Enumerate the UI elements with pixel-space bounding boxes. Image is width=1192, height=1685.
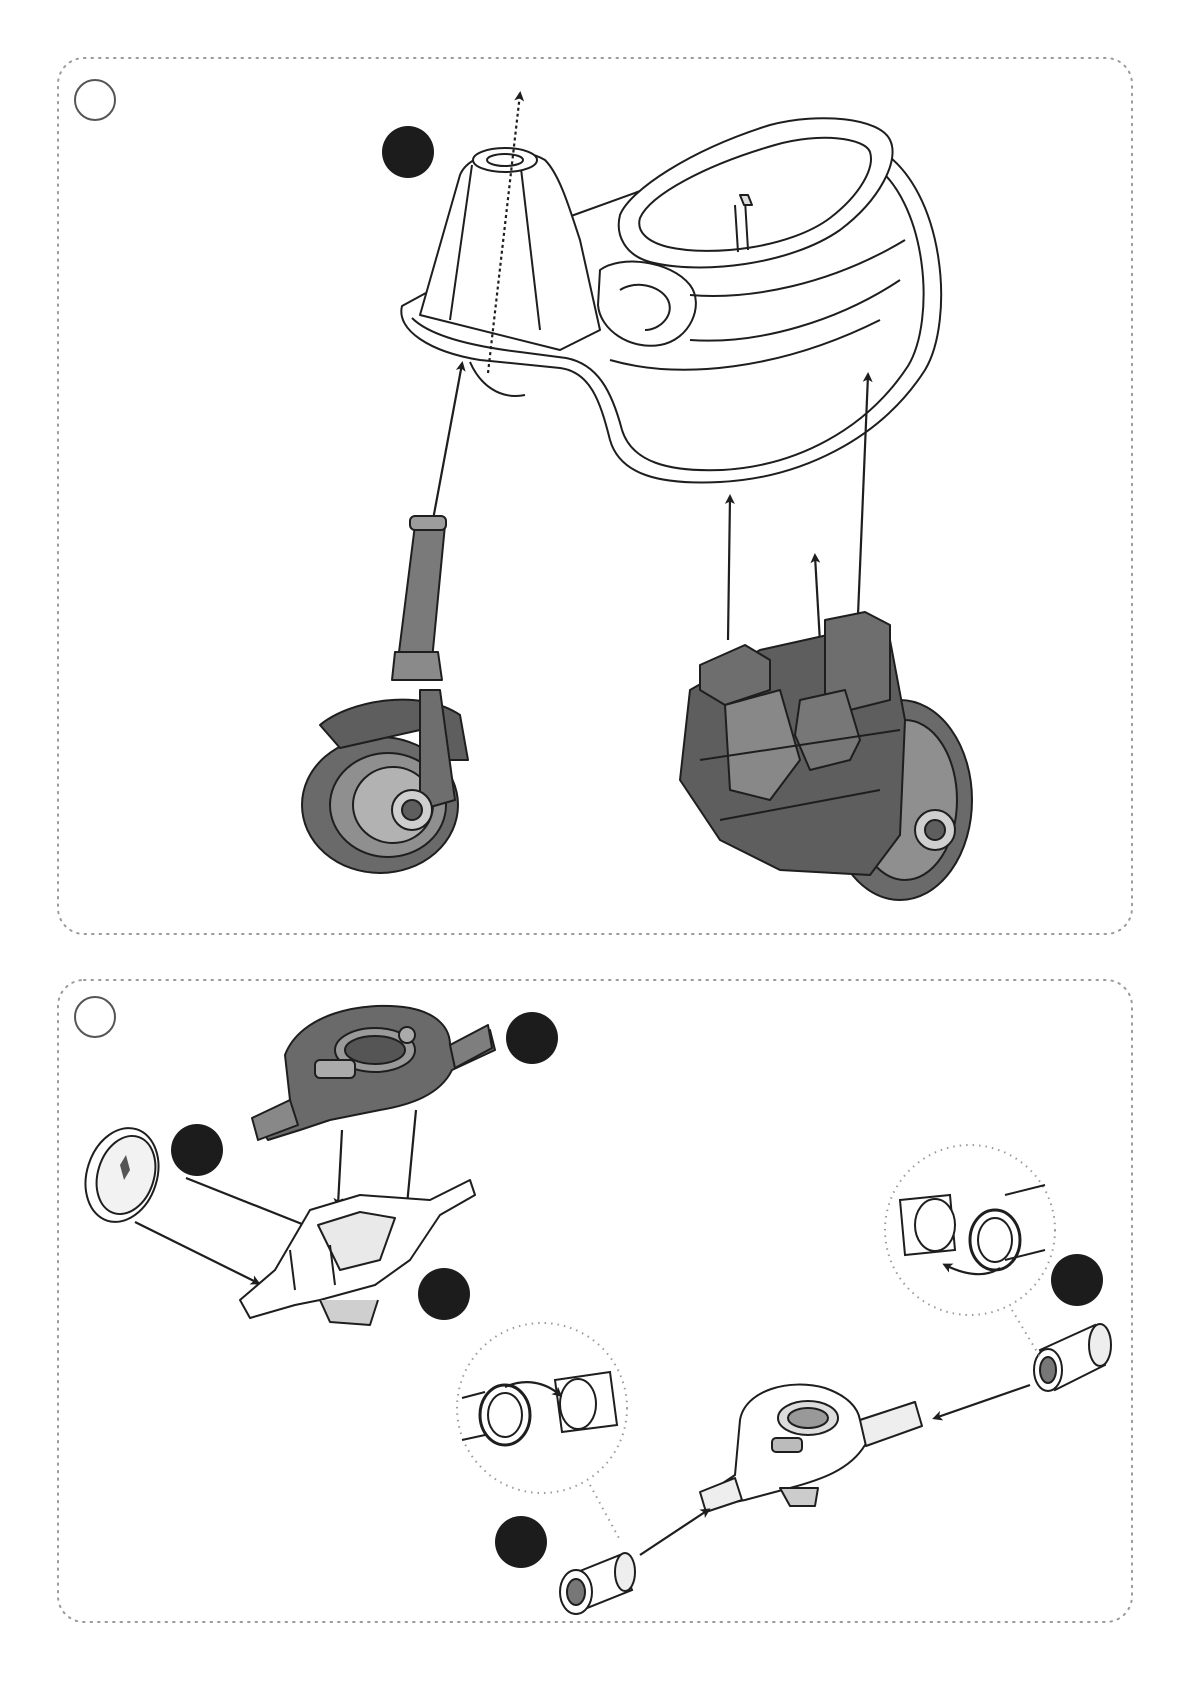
black-dot-marker-icon [418, 1268, 470, 1320]
diagonal-arrow-icon [640, 1510, 708, 1555]
black-dot-marker-icon [382, 126, 434, 178]
diagonal-arrow-icon [935, 1385, 1030, 1418]
down-arrow-icon [407, 1110, 416, 1205]
diagonal-arrow-icon [186, 1178, 312, 1228]
magnifier-detail-circle-icon [885, 1145, 1055, 1360]
step-circle-icon [75, 997, 115, 1037]
black-dot-marker-icon [495, 1516, 547, 1568]
diagonal-arrow-icon [135, 1222, 258, 1283]
step-circle-icon [75, 80, 115, 120]
panel-1-chassis-assembly [58, 58, 1132, 934]
assembled-handlebar [700, 1385, 922, 1512]
down-arrow-icon [338, 1130, 342, 1205]
magnifier-detail-circle-icon [457, 1323, 627, 1540]
panel-2-handlebar-assembly [58, 980, 1132, 1622]
ride-on-body-shell [401, 118, 941, 482]
up-arrow-icon [728, 497, 730, 640]
up-arrow-icon [432, 364, 462, 525]
right-handlebar-grip [1034, 1324, 1111, 1391]
black-dot-marker-icon [506, 1012, 558, 1064]
left-handlebar-grip [560, 1553, 635, 1614]
rear-motor-axle-unit [680, 612, 972, 900]
handlebar-logo-cap [74, 1119, 170, 1232]
black-dot-marker-icon [171, 1124, 223, 1176]
front-caster-wheel [302, 516, 468, 873]
black-dot-marker-icon [1051, 1254, 1103, 1306]
handlebar-top-cover [252, 1006, 495, 1140]
